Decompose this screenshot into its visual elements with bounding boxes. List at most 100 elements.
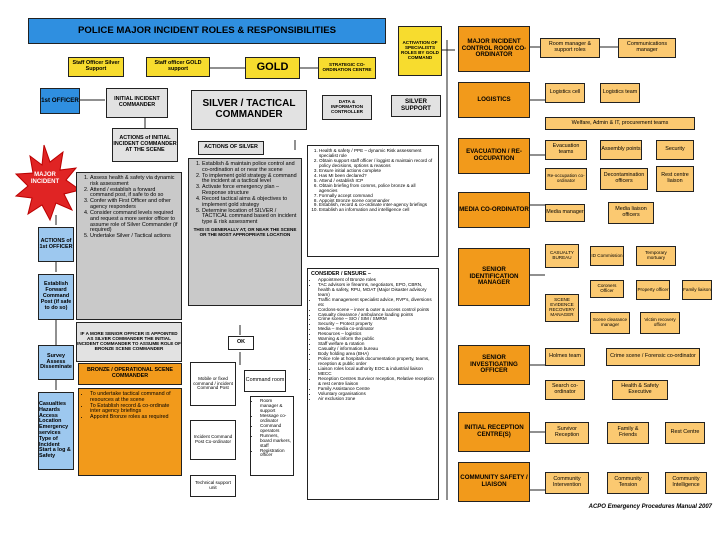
consider-item: Air exclusion zone bbox=[318, 396, 435, 402]
temporary-mortuary: Temporary mortuary bbox=[636, 246, 676, 266]
silver-support-box: SILVER SUPPORT bbox=[391, 95, 441, 117]
establish-command-post: Establish Forward Command Post (if safe … bbox=[38, 274, 74, 320]
actions-silver-header: ACTIONS OF SILVER bbox=[198, 141, 264, 155]
silver-duty-item: Formally accept command bbox=[319, 193, 435, 199]
media-manager: Media manager bbox=[545, 204, 585, 222]
holmes-team: Holmes team bbox=[545, 348, 585, 366]
scene-clearance-manager: Scene clearance manager bbox=[590, 312, 630, 334]
community-intelligence: Community Intelligence bbox=[665, 472, 707, 494]
evacuation-teams: Evacuation teams bbox=[545, 140, 587, 160]
command-room-list: Room manager & supportMessage co-ordinat… bbox=[250, 396, 294, 476]
major-incident-label: MAJOR INCIDENT bbox=[30, 172, 60, 185]
specialists-box: ACTIVATION OF SPECIALISTS ROLES BY GOLD … bbox=[398, 26, 442, 76]
bronze-commander-box: BRONZE / OPERATIONAL SCENE COMMANDER bbox=[78, 363, 182, 385]
chaless-box: Casualties Hazards Access Location Emerg… bbox=[38, 392, 74, 470]
consider-item: Reception Centres Survivor reception, Re… bbox=[318, 376, 435, 387]
command-room-item: Registration officer bbox=[260, 448, 291, 459]
initial-reception-box: INITIAL RECEPTION CENTRE(S) bbox=[458, 412, 530, 452]
senior-investigating-box: SENIOR INVESTIGATING OFFICER bbox=[458, 345, 530, 385]
coroners-officer: Coroners Officer bbox=[590, 280, 624, 298]
staff-officer-silver-box: Staff Officer Silver Support bbox=[68, 57, 124, 77]
consider-item: TAC advisors ie firearms, negotiators, E… bbox=[318, 282, 435, 298]
consider-item: Media – media co-ordinator bbox=[318, 326, 435, 332]
room-manager-box: Room manager & support roles bbox=[540, 38, 600, 58]
decontamination-officers: Decontamination officers bbox=[600, 168, 648, 190]
command-room-box: Command room bbox=[244, 370, 286, 392]
rest-centre-liaison: Rest centre liaison bbox=[656, 166, 694, 192]
consider-item: Security – Protect property bbox=[318, 321, 435, 327]
family-friends: Family & Friends bbox=[607, 422, 649, 444]
consider-item: Family Assistance Centre bbox=[318, 386, 435, 392]
bronze-action-item: To Establish record & co-ordinate inter … bbox=[90, 403, 178, 416]
silver-actions-list: Establish & maintain police control and … bbox=[188, 158, 302, 306]
media-liaison-officers: Media liaison officers bbox=[608, 202, 654, 224]
command-room-item: Command operators bbox=[260, 423, 291, 434]
silver-duty-item: Appoint Bronze scene commander bbox=[319, 198, 435, 204]
command-room-ul: Room manager & supportMessage co-ordinat… bbox=[260, 398, 291, 459]
evacuation-box: EVACUATION / RE-OCCUPATION bbox=[458, 138, 530, 174]
silver-action-item: Establish & maintain police control and … bbox=[202, 161, 298, 174]
technical-support-box: Technical support unit bbox=[190, 475, 236, 497]
initial-commander-box: INITIAL INCIDENT COMMANDER bbox=[106, 88, 168, 118]
silver-duty-item: Establish, record & co-ordinate inter-ag… bbox=[319, 203, 435, 208]
casualty-bureau: CASUALTY BUREAU bbox=[545, 244, 579, 268]
initial-action-item: Undertake Silver / Tactical actions bbox=[90, 233, 178, 240]
consider-item: Crime scene – SIO / SIM / SMRM bbox=[318, 316, 435, 322]
consider-title: CONSIDER / ENSURE – bbox=[311, 271, 371, 277]
silver-note: THIS IS GENERALLY AT, OR NEAR THE SCENE … bbox=[193, 227, 297, 238]
consider-item: Traffic management specialist advice, RV… bbox=[318, 297, 435, 308]
id-commission: ID Commission bbox=[590, 246, 624, 266]
consider-item: Casualty / information bureau bbox=[318, 346, 435, 352]
command-room-item: Room manager & support bbox=[260, 398, 291, 414]
search-coordinator: Search co-ordinator bbox=[545, 380, 585, 400]
footer-source: ACPO Emergency Procedures Manual 2007 bbox=[588, 504, 712, 510]
page-title: POLICE MAJOR INCIDENT ROLES & RESPONSIBI… bbox=[28, 18, 386, 44]
silver-duty-item: Establish an information and intelligenc… bbox=[319, 207, 435, 213]
scene-evidence-manager: SCENE EVIDENCE RECOVERY MANAGER bbox=[545, 294, 579, 322]
first-officer-box: 1st OFFICER bbox=[40, 88, 80, 114]
senior-officer-note: IF A MORE SENIOR OFFICER IS APPOINTED AS… bbox=[76, 322, 182, 362]
property-officer: Property officer bbox=[636, 280, 670, 300]
incident-post-coordinator: Incident Command Post Co-ordinator bbox=[190, 420, 236, 460]
consider-item: Cordons-scene – inner & outer & access c… bbox=[318, 307, 435, 313]
consider-item: Staff welfare & rotation bbox=[318, 341, 435, 347]
control-room-coordinator: MAJOR INCIDENT CONTROL ROOM CO-ORDINATOR bbox=[458, 26, 530, 72]
survey-assess-box: Survey Assess Disseminate bbox=[38, 345, 74, 380]
consider-item: Police role at hospitals documentation p… bbox=[318, 356, 435, 367]
mobile-command-post: Mobile or fixed command / incident Comma… bbox=[190, 362, 236, 406]
community-safety-box: COMMUNITY SAFETY / LIAISON bbox=[458, 462, 530, 502]
crime-scene-forensic: Crime scene / Forensic co-ordinator bbox=[606, 348, 700, 366]
consider-item: Voluntary organisations bbox=[318, 391, 435, 397]
silver-duty-item: Obtain briefing from comms, police bronz… bbox=[319, 183, 435, 194]
silver-duties-list: Health & safety / PPE – dynamic Risk ass… bbox=[307, 145, 439, 257]
bronze-action-item: Appoint Bronze roles as required bbox=[90, 414, 178, 421]
silver-action-item: Record tactical aims & objectives to imp… bbox=[202, 196, 298, 209]
staff-officer-gold-box: Staff officer GOLD support bbox=[146, 57, 210, 77]
rest-centre: Rest Centre bbox=[665, 422, 705, 444]
silver-actions-ol: Establish & maintain police control and … bbox=[202, 161, 298, 226]
consider-item: Resources – logistics bbox=[318, 331, 435, 337]
bronze-action-item: To undertake tactical command of resourc… bbox=[90, 391, 178, 404]
comms-manager-box: Communications manager bbox=[618, 38, 676, 58]
command-room-item: Runners, board markers, staff bbox=[260, 433, 291, 449]
data-controller-box: DATA & INFORMATION CONTROLLER bbox=[322, 95, 372, 120]
initial-action-item: Attend / establish a forward command pos… bbox=[90, 187, 178, 200]
consider-item: Appointment of Bronze roles bbox=[318, 277, 435, 283]
silver-duties-ol: Health & safety / PPE – dynamic Risk ass… bbox=[319, 148, 435, 213]
consider-item: Body holding area (BHA) bbox=[318, 351, 435, 357]
command-room-item: Message co-ordinator bbox=[260, 413, 291, 424]
assembly-points: Assembly points bbox=[600, 140, 642, 160]
reoccupation-coordinator: Re-occupation co-ordinator bbox=[545, 168, 587, 190]
security-box: Security bbox=[656, 140, 694, 160]
silver-tactical-box: SILVER / TACTICAL COMMANDER bbox=[191, 90, 307, 130]
bronze-actions-ul: To undertake tactical command of resourc… bbox=[90, 391, 178, 421]
initial-action-item: Confer with First Officer and other agen… bbox=[90, 198, 178, 211]
logistics-cell: Logistics cell bbox=[545, 83, 585, 103]
silver-action-item: To implement gold strategy & command the… bbox=[202, 173, 298, 186]
consider-ensure-list: CONSIDER / ENSURE – Appointment of Bronz… bbox=[307, 268, 439, 500]
senior-identification-box: SENIOR IDENTIFICATION MANAGER bbox=[458, 248, 530, 306]
welfare-admin-box: Welfare, Admin & IT, procurement teams bbox=[545, 117, 695, 130]
consider-item: Casualty clearance / ambulance loading p… bbox=[318, 312, 435, 318]
health-safety-executive: Health & Safety Executive bbox=[612, 380, 668, 400]
